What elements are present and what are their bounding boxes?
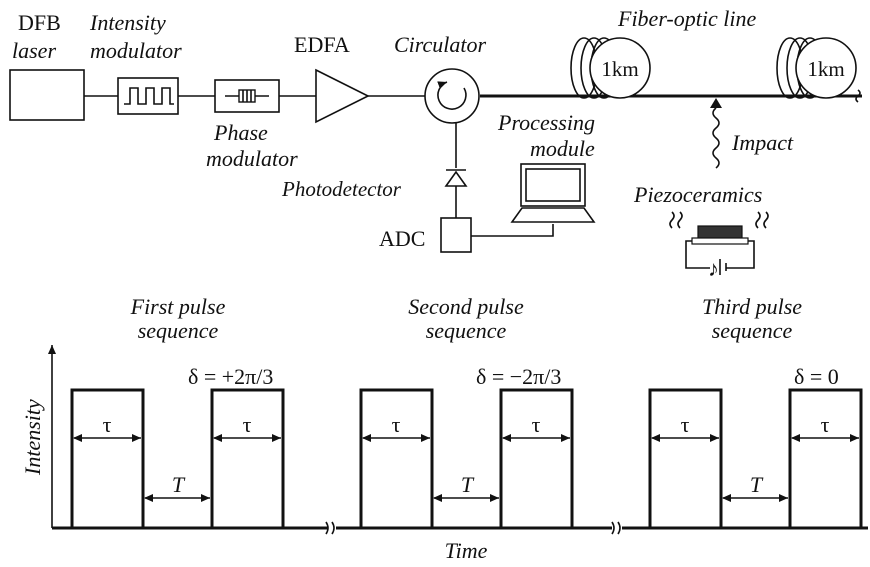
pulse-1 <box>648 388 723 528</box>
sequence-title-line1: Second pulse <box>408 294 524 319</box>
processing-label-line2: module <box>530 136 595 161</box>
impact-label: Impact <box>731 130 794 155</box>
impact-wave-icon <box>712 107 720 169</box>
computer-screen <box>525 168 581 202</box>
phase-shift-label: δ = −2π/3 <box>476 364 561 389</box>
pulse-sequence-2: Second pulse sequence δ = −2π/3 τ τ T <box>359 294 574 528</box>
coil1-label: 1km <box>601 57 638 81</box>
tau-label: τ <box>681 412 690 437</box>
phase-label-line2: modulator <box>206 146 298 171</box>
phase-modulator-box <box>214 79 280 113</box>
fiber-coil-2: 1km <box>776 37 857 99</box>
phase-shift-label: δ = 0 <box>794 364 839 389</box>
pulse-1 <box>359 388 434 528</box>
sequence-title-line1: First pulse <box>130 294 226 319</box>
circulator-ring <box>424 68 480 124</box>
sequence-title-line2: sequence <box>426 318 507 343</box>
square-wave-icon <box>124 87 174 105</box>
dfb-label-line1: DFB <box>18 10 61 35</box>
adc-box <box>440 217 472 253</box>
intensity-label-line2: modulator <box>90 38 182 63</box>
computer-monitor-icon <box>520 163 586 207</box>
piezo-label: Piezoceramics <box>633 182 762 207</box>
fiber-coil-1: 1km <box>570 37 651 99</box>
pulse-2 <box>788 388 863 528</box>
phase-label-line1: Phase <box>213 120 268 145</box>
phase-shift-label: δ = +2π/3 <box>188 364 273 389</box>
piezoceramic-element-icon: ♪ <box>669 211 769 281</box>
axis-break-icon <box>325 521 335 535</box>
pulse-sequence-1: First pulse sequence δ = +2π/3 τ τ T <box>70 294 285 528</box>
tau-label: τ <box>821 412 830 437</box>
intensity-label-line1: Intensity <box>89 10 166 35</box>
pulse-1 <box>70 388 145 528</box>
pulse-sequence-3: Third pulse sequence δ = 0 τ τ T <box>648 294 863 528</box>
x-axis-label: Time <box>445 538 488 563</box>
y-axis-label: Intensity <box>20 399 45 476</box>
timing-diagram: Intensity Time First pulse sequence δ = … <box>20 294 868 563</box>
photodetector-label: Photodetector <box>281 177 402 201</box>
circulator-arrow-icon <box>437 81 467 110</box>
dfb-label-line2: laser <box>12 38 56 63</box>
period-label: T <box>461 472 475 497</box>
photodetector-icon <box>444 170 468 187</box>
coil2-label: 1km <box>807 57 844 81</box>
processing-label-line1: Processing <box>497 110 595 135</box>
computer-keyboard-icon <box>510 207 596 223</box>
music-note-icon: ♪ <box>708 256 719 281</box>
sequence-title-line1: Third pulse <box>702 294 802 319</box>
edfa-label: EDFA <box>294 32 350 57</box>
fiber-label: Fiber-optic line <box>617 6 756 31</box>
pulse-2 <box>210 388 285 528</box>
tau-label: τ <box>243 412 252 437</box>
edfa-amplifier-icon <box>315 68 370 124</box>
impact-arrow-icon <box>710 98 722 108</box>
line-break-icon <box>855 89 861 103</box>
sequence-title-line2: sequence <box>712 318 793 343</box>
adc-label: ADC <box>379 226 425 251</box>
period-label: T <box>172 472 186 497</box>
dfb-laser-box <box>9 69 85 121</box>
intensity-modulator-box <box>117 77 179 115</box>
circulator-label: Circulator <box>394 32 487 57</box>
tau-label: τ <box>103 412 112 437</box>
pulse-2 <box>499 388 574 528</box>
tau-label: τ <box>392 412 401 437</box>
axis-break-icon <box>611 521 621 535</box>
tau-label: τ <box>532 412 541 437</box>
period-label: T <box>750 472 764 497</box>
adc-computer-link <box>471 224 554 237</box>
sequence-title-line2: sequence <box>138 318 219 343</box>
